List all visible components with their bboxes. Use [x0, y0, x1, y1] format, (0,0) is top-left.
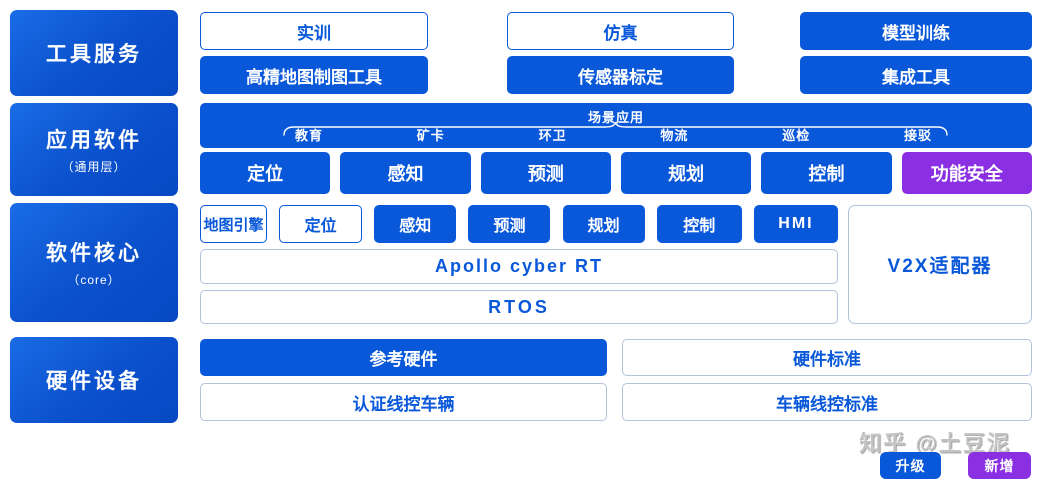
- section-label-tools: 工具服务: [10, 10, 178, 96]
- section-title: 工具服务: [46, 43, 142, 66]
- hardware-box-reference-hardware: 参考硬件: [200, 339, 607, 376]
- tools-box-training: 实训: [200, 12, 428, 50]
- section-subtitle: （core）: [67, 273, 121, 287]
- app-module-functional-safety: 功能安全: [901, 152, 1032, 194]
- core-module-localization: 定位: [279, 205, 363, 243]
- core-platform-apollo-cyber-rt: Apollo cyber RT: [200, 249, 838, 284]
- core-module-perception: 感知: [374, 205, 457, 243]
- scene-item-list: 教育 矿卡 环卫 物流 巡检 接驳: [295, 125, 932, 144]
- tools-box-simulation: 仿真: [507, 12, 734, 50]
- core-v2x-adapter-box: V2X适配器: [848, 205, 1032, 324]
- core-platform-rtos: RTOS: [200, 290, 838, 324]
- section-label-apps: 应用软件 （通用层）: [10, 103, 178, 196]
- core-module-hmi: HMI: [753, 205, 838, 243]
- core-module-map-engine: 地图引擎: [200, 205, 267, 243]
- core-module-planning: 规划: [562, 205, 645, 243]
- tools-box-sensor-calibration: 传感器标定: [507, 56, 734, 94]
- section-label-hardware: 硬件设备: [10, 337, 178, 423]
- scene-item: 教育: [295, 128, 324, 143]
- scene-application-bar: 场景应用 教育 矿卡 环卫 物流 巡检 接驳: [200, 103, 1032, 148]
- core-module-prediction: 预测: [468, 205, 551, 243]
- app-module-control: 控制: [761, 152, 892, 194]
- hardware-box-hardware-standard: 硬件标准: [622, 339, 1032, 376]
- hardware-box-certified-vehicle: 认证线控车辆: [200, 383, 607, 421]
- add-new-button[interactable]: 新增: [968, 452, 1031, 479]
- app-module-localization: 定位: [200, 152, 331, 194]
- over-brace: [283, 122, 948, 136]
- app-module-perception: 感知: [340, 152, 471, 194]
- section-title: 硬件设备: [46, 370, 142, 393]
- scene-bar-title: 场景应用: [587, 110, 644, 125]
- section-subtitle: （通用层）: [61, 160, 127, 174]
- section-label-core: 软件核心 （core）: [10, 203, 178, 322]
- section-title: 应用软件: [46, 129, 142, 152]
- tools-box-model-training: 模型训练: [800, 12, 1032, 50]
- app-module-planning: 规划: [620, 152, 752, 194]
- section-title: 软件核心: [46, 242, 142, 265]
- core-module-control: 控制: [656, 205, 742, 243]
- app-module-prediction: 预测: [480, 152, 611, 194]
- tools-box-integration-tool: 集成工具: [800, 56, 1032, 94]
- core-module-row: 地图引擎 定位 感知 预测 规划 控制 HMI: [200, 205, 838, 243]
- scene-item: 矿卡: [416, 128, 445, 143]
- app-module-row: 定位 感知 预测 规划 控制 功能安全: [200, 152, 1032, 194]
- scene-item: 接驳: [903, 128, 932, 143]
- watermark: 知乎 @土豆泥: [859, 431, 1011, 456]
- hardware-box-drive-by-wire-standard: 车辆线控标准: [622, 383, 1032, 421]
- upgrade-button[interactable]: 升级: [880, 452, 941, 479]
- scene-item: 巡检: [782, 128, 811, 143]
- tools-box-hd-map-tool: 高精地图制图工具: [200, 56, 428, 94]
- scene-item: 物流: [660, 128, 689, 143]
- scene-item: 环卫: [538, 128, 567, 143]
